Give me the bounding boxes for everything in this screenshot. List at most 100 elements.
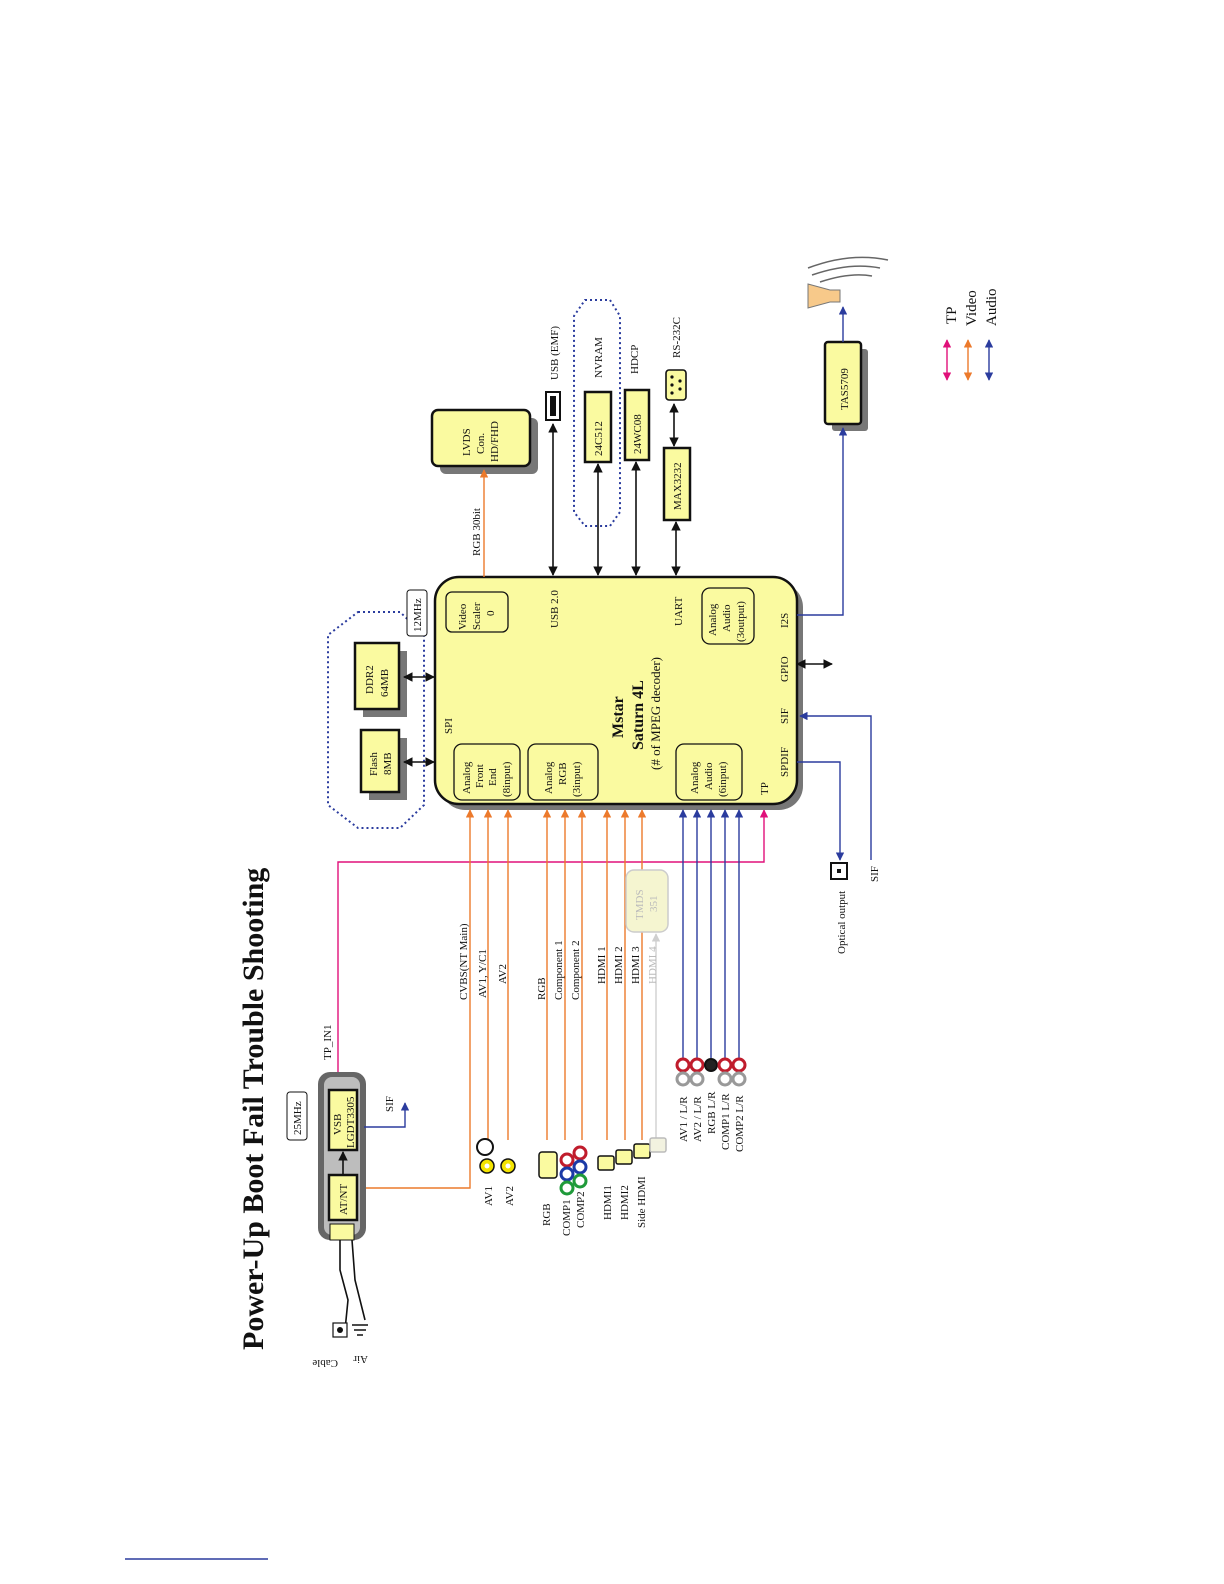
soc-spi-label: SPI [443,718,455,734]
tuner-module: AT/NT VSB LGDT3305 [318,1072,366,1241]
tuner-sif-label: SIF [384,1096,396,1112]
i2s-line [797,427,848,616]
analog-audio-in [675,743,743,801]
aaout-line-3: (3output) [735,601,747,642]
comp1-connector-label: COMP1 [561,1199,573,1236]
amp-label: TAS5709 [839,368,851,410]
nvram-group [573,299,621,527]
atnt-label: AT/NT [338,1184,350,1215]
hdcp-chip-label: 24WC08 [632,414,644,454]
rs232-port-icon [665,369,687,401]
ain-label-0: AV1 / L/R [678,1096,690,1142]
soc-uart-label: UART [673,596,685,626]
soc-note: (# of MPEG decoder) [648,657,663,770]
tuner-crystal-label: 25MHz [292,1101,304,1135]
ain-label-2: RGB L/R [706,1091,718,1134]
tp-in-line [337,809,769,1072]
vin-label-0: CVBS(NT Main) [458,923,470,1000]
audio-jacks-icon [675,1057,747,1087]
hdmi1-port-icon [597,1155,615,1171]
comp-y-jack-icon [559,1180,575,1196]
nvram-chip [583,390,613,464]
ain-label-3: COMP1 L/R [720,1093,732,1150]
argb-line-2: RGB [557,762,569,785]
analog-rgb [527,743,599,801]
lvds-line-2: Con. [475,433,487,454]
aain-line-1: Analog [689,761,701,794]
vga-port-icon [538,1151,558,1179]
vin-label-8: HDMI 3 [630,946,642,984]
analog-audio-out [701,587,755,645]
afe-line-2: Front [474,764,486,788]
afe-line-3: End [487,768,499,786]
vsb-label: VSB [332,1114,344,1135]
rgb-connector-label: RGB [541,1203,553,1226]
soc-spdif-label: SPDIF [779,747,791,777]
cable-wire [339,1240,349,1331]
ddr2-size: 64MB [379,669,391,697]
scaler-line-2: Scaler [471,602,483,630]
afe-line-1: Analog [461,761,473,794]
comp-pb-jack-icon [559,1166,575,1182]
ddr2-chip [353,641,401,711]
soc-crystal [406,589,428,637]
hdmi3-port-icon [633,1143,651,1159]
tp-in-label: TP_IN1 [322,1025,334,1060]
ain-label-4: COMP2 L/R [734,1095,746,1152]
side-hdmi-connector-label: Side HDMI [636,1176,648,1228]
soc-gpio-label: GPIO [779,656,791,682]
lvds-line-1: LVDS [461,428,473,456]
argb-line-3: (3input) [571,761,583,797]
legend-audio: Audio [984,289,1000,327]
air-label: Air [353,1353,368,1365]
soc-crystal-label: 12MHz [412,598,424,632]
rgb30-label: RGB 30bit [471,508,483,556]
side-hdmi-port-icon [649,1137,667,1153]
soc-model: Saturn 4L [630,680,647,750]
legend-video: Video [964,290,980,326]
tmds-label: TMDS [634,889,646,920]
vsb-chip-label: LGDT3305 [345,1096,357,1148]
hdcp-label: HDCP [629,345,641,374]
hdcp-chip [623,388,651,462]
nvram-label: NVRAM [593,337,605,378]
soc-usb-label: USB 2.0 [549,590,561,628]
soc-i2s-label: I2S [779,613,791,628]
av2-connector-label: AV2 [504,1186,516,1206]
vin-label-7: HDMI 2 [613,946,625,984]
video-scaler [445,591,509,633]
legend-tp: TP [944,306,960,324]
memory-group [327,611,425,829]
afe-line-4: (8input) [501,761,513,797]
vin-label-2: AV2 [497,964,509,984]
flash-label: Flash [368,752,380,776]
nvram-chip-label: 24C512 [593,421,605,456]
usb-emf-label: USB (EMF) [549,326,561,380]
vin-label-3: RGB [536,977,548,1000]
soc-name: Mstar [610,696,627,738]
tmds-part: 351 [648,896,660,913]
hdmi2-port-icon [615,1149,633,1165]
vin-label-9: HDMI 4 [647,946,659,984]
max3232-label: MAX3232 [672,462,684,510]
av1-connector-label: AV1 [483,1186,495,1206]
hdmi2-connector-label: HDMI2 [619,1185,631,1220]
rs232-label: RS-232C [671,317,683,358]
page-title: Power-Up Boot Fail Trouble Shooting [237,868,270,1350]
aaout-line-1: Analog [707,603,719,636]
vin-label-5: Component 2 [570,940,582,1000]
scaler-line-1: Video [457,603,469,630]
vin-label-1: AV1, Y/C1 [477,949,489,998]
aain-line-3: (6input) [717,761,729,797]
tmds-chip [625,869,669,933]
vin-label-6: HDMI 1 [596,946,608,984]
soc-tp-label: TP [759,782,771,795]
ddr2-label: DDR2 [364,665,376,694]
comp-pr-jack-icon [559,1152,575,1168]
sif-in-label: SIF [869,866,881,882]
cable-label: Cable [312,1357,338,1369]
ain-label-1: AV2 / L/R [692,1096,704,1142]
spdif-line [797,761,845,861]
scaler-line-3: 0 [485,610,497,616]
